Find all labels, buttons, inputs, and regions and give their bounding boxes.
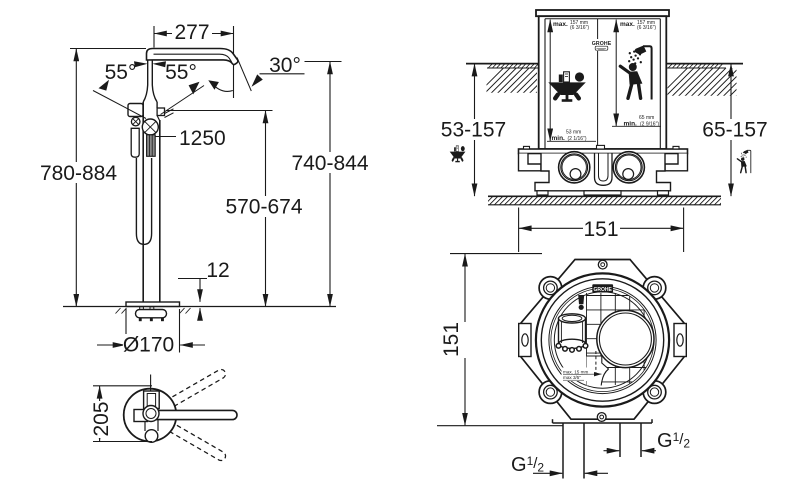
svg-text:(6 3/16"): (6 3/16") [570, 25, 589, 31]
svg-text:1250: 1250 [179, 127, 226, 150]
svg-text:max.: max. [553, 21, 568, 28]
svg-text:53-157: 53-157 [441, 119, 506, 142]
svg-text:55°: 55° [165, 61, 197, 84]
svg-text:12: 12 [206, 259, 229, 282]
svg-text:151: 151 [440, 322, 463, 357]
svg-text:205: 205 [90, 401, 113, 436]
svg-text:740-844: 740-844 [291, 152, 368, 175]
svg-text:65 mm: 65 mm [639, 115, 654, 121]
svg-text:max.: max. [620, 21, 635, 28]
svg-text:277: 277 [174, 21, 209, 44]
svg-text:min.: min. [624, 120, 638, 127]
svg-text:53 mm: 53 mm [566, 130, 581, 136]
svg-text:(6 3/16"): (6 3/16") [637, 25, 656, 31]
svg-text:(2 9/16"): (2 9/16") [640, 121, 659, 127]
svg-text:max 3/5": max 3/5" [563, 375, 581, 380]
svg-text:(2 1/16"): (2 1/16") [568, 136, 587, 142]
svg-text:GROHE: GROHE [594, 287, 613, 293]
svg-text:780-884: 780-884 [40, 162, 117, 185]
svg-text:max. 15 mm: max. 15 mm [563, 369, 588, 374]
svg-text:570-674: 570-674 [225, 196, 302, 219]
svg-text:55°: 55° [105, 61, 137, 84]
svg-text:min.: min. [552, 135, 566, 142]
svg-text:151: 151 [583, 218, 618, 241]
svg-text:65-157: 65-157 [702, 119, 767, 142]
svg-text:Ø170: Ø170 [123, 334, 174, 357]
